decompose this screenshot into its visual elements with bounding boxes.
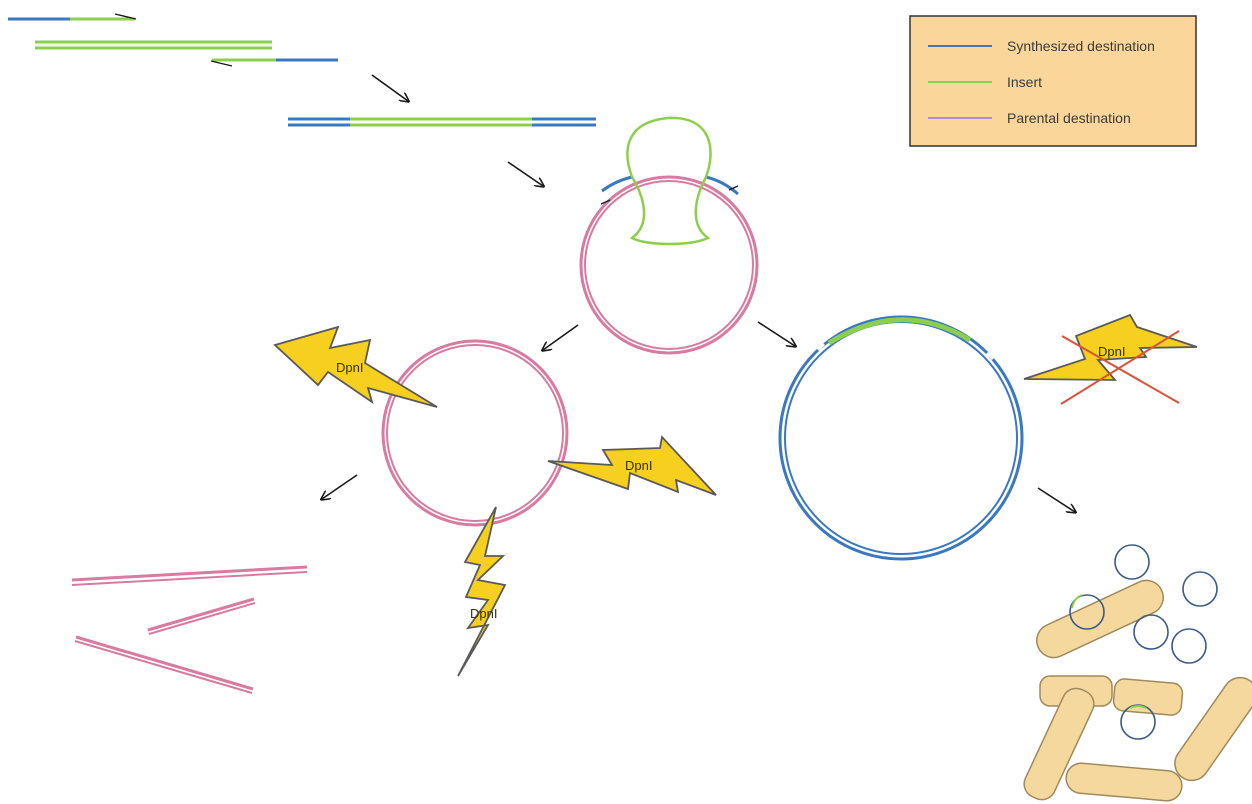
- legend-item-parental: Parental destination: [928, 110, 1131, 126]
- flow-arrow-3-left: [543, 324, 579, 350]
- bacterium-6: [1065, 762, 1183, 802]
- flow-arrow-2: [507, 161, 543, 186]
- bacterial-cells: [1023, 579, 1252, 802]
- legend-label-insert: Insert: [1007, 74, 1042, 90]
- fragment-3: [74, 635, 254, 694]
- legend-label-synthesized: Synthesized destination: [1007, 38, 1155, 54]
- dpni-label-1: DpnI: [336, 360, 363, 375]
- methylated-parental-plasmid: [381, 339, 569, 527]
- reverse-primer-arrow-icon: [210, 60, 233, 67]
- insert-template: [35, 40, 272, 50]
- cross-out-line-2: [1060, 330, 1180, 405]
- legend-label-parental: Parental destination: [1007, 110, 1131, 126]
- plasmid-3: [1069, 594, 1105, 630]
- flow-arrow-5: [1037, 487, 1075, 512]
- synthesized-plasmid-resistant: DpnI: [778, 313, 1198, 561]
- bacterium-1: [1036, 579, 1164, 659]
- fragment-1: [71, 565, 308, 586]
- legend-item-insert: Insert: [928, 74, 1042, 90]
- flow-arrow-1: [371, 74, 408, 101]
- dpni-label-blocked: DpnI: [1098, 344, 1125, 359]
- forward-primer-arrow-icon: [114, 13, 137, 20]
- dpni-lightning-bolt-1: DpnI: [273, 325, 438, 408]
- dpni-label-3: DpnI: [470, 606, 497, 621]
- bacterium-5: [1174, 676, 1252, 782]
- plasmid-5: [1171, 628, 1207, 664]
- flow-arrow-3-right: [757, 321, 795, 346]
- plasmid-4: [1133, 614, 1169, 650]
- dpni-lightning-bolt-2: DpnI: [547, 435, 717, 496]
- parental-fragments: [71, 565, 308, 694]
- dpni-lightning-bolt-blocked: DpnI: [1023, 313, 1198, 405]
- annealed-blue-left: [601, 175, 633, 193]
- dpni-lightning-bolt-3: DpnI: [457, 506, 507, 677]
- fragment-2: [147, 597, 256, 635]
- pcr-primers-annealing: [8, 13, 338, 67]
- dpni-label-2: DpnI: [625, 458, 652, 473]
- plasmid-2: [1182, 571, 1218, 607]
- legend-item-synthesized: Synthesized destination: [928, 38, 1155, 54]
- flow-arrow-4: [322, 474, 358, 499]
- legend: Synthesized destination Insert Parental …: [909, 15, 1197, 147]
- transformation-into-bacteria: [1023, 544, 1252, 802]
- cross-out-line-1: [1061, 335, 1180, 404]
- insert-arc: [827, 317, 972, 346]
- insert-loop: [626, 116, 712, 246]
- pcr-product-linear: [288, 117, 596, 127]
- annealing-to-parental-plasmid: [579, 116, 759, 355]
- annealed-blue-right: [705, 175, 739, 196]
- bacterium-4: [1023, 687, 1095, 801]
- parental-plasmid-circle: [579, 175, 759, 355]
- synthesized-plasmid-circle: [778, 315, 1024, 561]
- plasmid-1: [1114, 544, 1150, 580]
- dpni-digestion-of-parental: DpnI DpnI DpnI: [273, 325, 717, 677]
- bacterium-3: [1112, 678, 1184, 716]
